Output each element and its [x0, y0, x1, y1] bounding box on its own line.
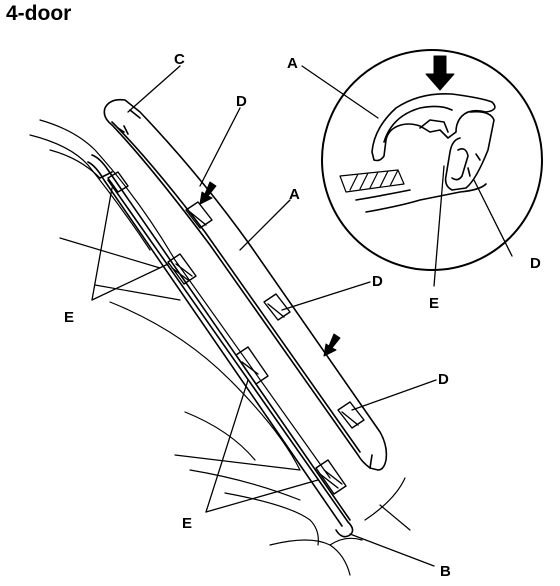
molding-channel [87, 154, 354, 538]
callout-d-detail: D [530, 255, 541, 272]
callout-e-upper: E [64, 309, 74, 326]
callout-labels: C D A D D E E B A D E [64, 51, 541, 580]
push-arrows [199, 55, 455, 357]
clip-e-4 [315, 459, 347, 495]
push-arrow-upper-icon [199, 181, 217, 205]
clip-d-group [185, 201, 365, 429]
page-title: 4-door [6, 2, 72, 25]
clip-d-upper [185, 201, 213, 229]
callout-a-main: A [289, 186, 300, 203]
callout-c: C [174, 51, 185, 68]
vehicle-body-lines [29, 119, 411, 576]
callout-e-lower: E [182, 515, 192, 532]
clip-e-group [107, 171, 347, 495]
callout-d-low: D [438, 371, 449, 388]
callout-d-top: D [236, 93, 247, 110]
clip-d-middle [263, 293, 291, 321]
callout-b: B [440, 563, 451, 580]
clip-d-lower [337, 401, 365, 429]
callout-e-detail: E [429, 295, 439, 312]
callout-a-detail: A [287, 55, 298, 72]
roof-molding [103, 98, 388, 471]
clip-e-1 [107, 171, 129, 193]
clip-e-3 [235, 346, 269, 385]
push-arrow-detail-icon [425, 55, 455, 91]
leader-lines [91, 65, 513, 567]
push-arrow-lower-icon [323, 333, 341, 357]
callout-d-mid: D [372, 273, 383, 290]
detail-inset [321, 49, 543, 271]
hatched-panel [339, 169, 405, 193]
clip-e-2 [167, 253, 197, 285]
